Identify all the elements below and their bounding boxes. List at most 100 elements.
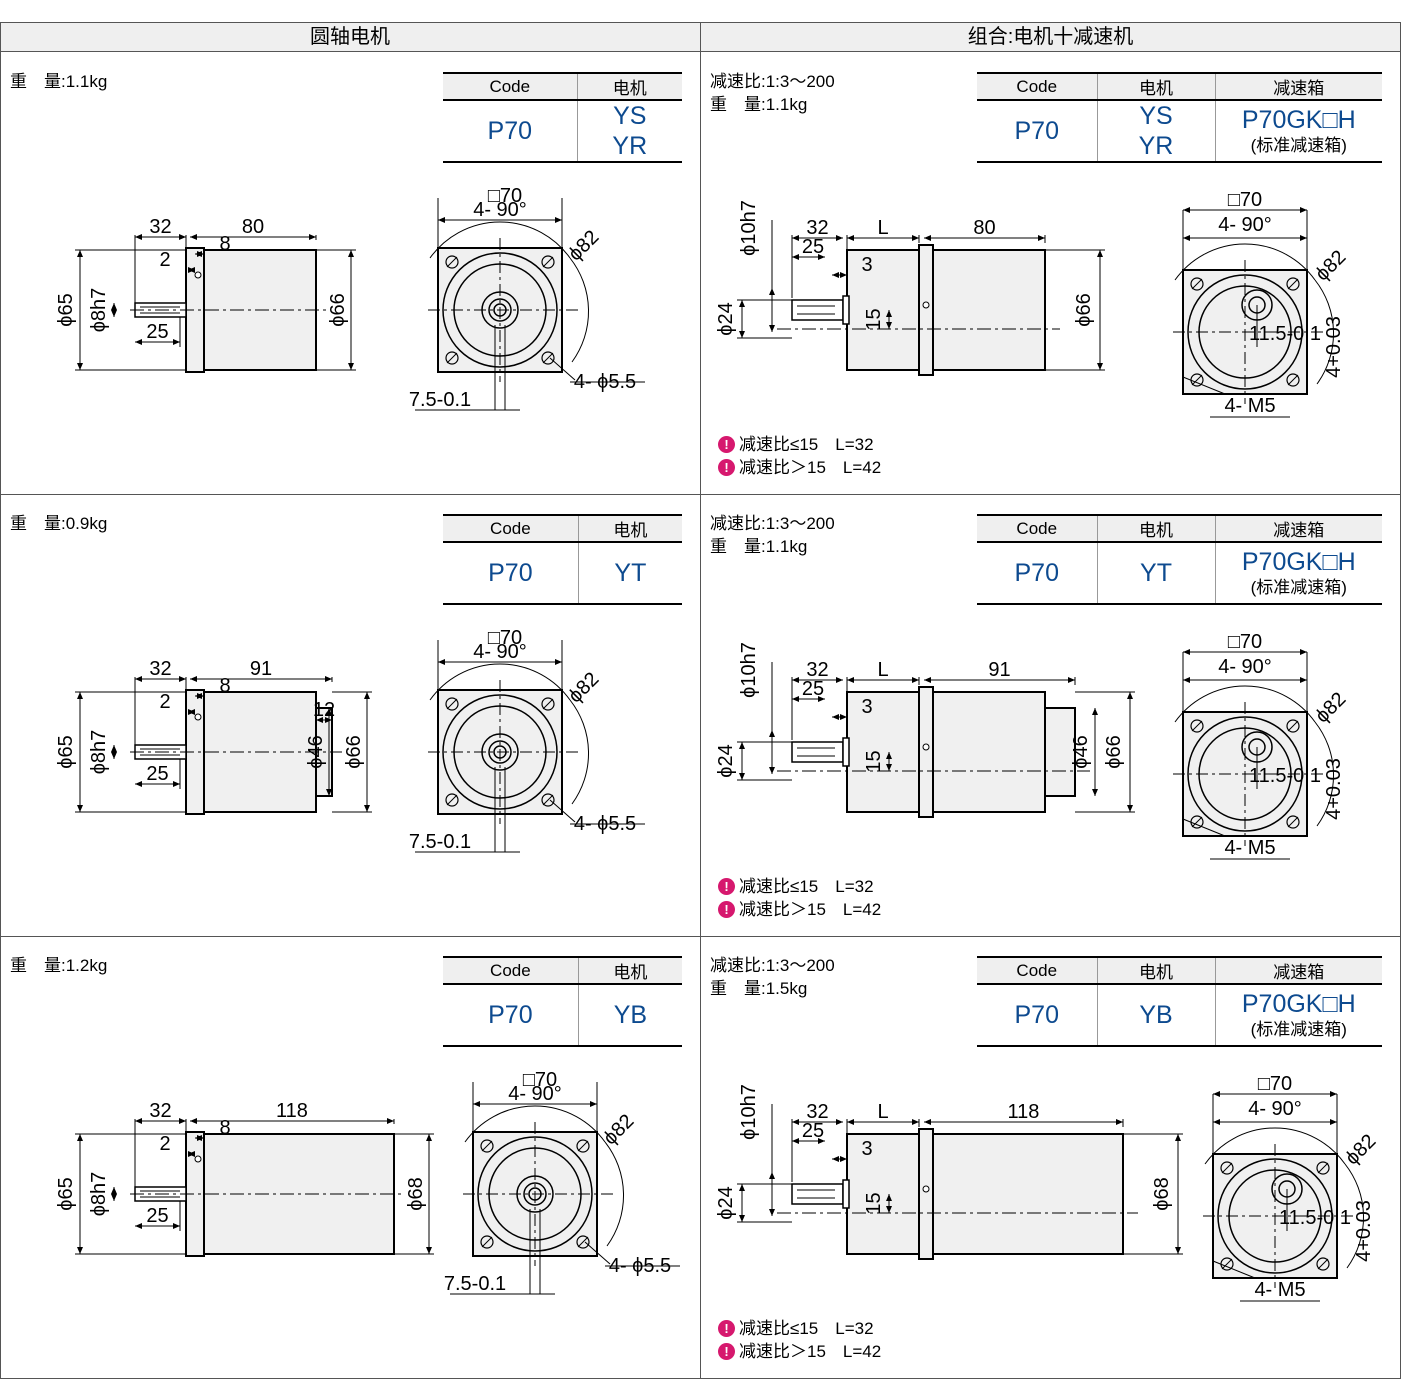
arrow-head <box>590 1101 597 1107</box>
dimension-label: 15 <box>863 308 885 330</box>
drawing-line <box>1212 1260 1256 1279</box>
drawing-circle <box>488 298 512 322</box>
arrow-head <box>792 235 799 241</box>
arrow-head <box>836 677 843 683</box>
motor-series-label: YT <box>614 559 647 587</box>
dimension-label: 7.5-0.1 <box>444 1273 506 1295</box>
arrow-head <box>886 752 892 759</box>
motor-series-label: YB <box>613 1001 648 1029</box>
drawing-circle <box>445 255 459 269</box>
gearbox-note: (标准减速箱) <box>1250 136 1347 155</box>
code-header: Code <box>443 514 579 543</box>
dimension-label: 7.5-0.1 <box>409 389 471 411</box>
gearbox-model: P70GK□H <box>1241 548 1356 576</box>
dimension-label: 7.5-0.1 <box>409 831 471 853</box>
code-header: Code <box>977 956 1097 985</box>
dimension-label: 91 <box>250 658 272 680</box>
arrow-head <box>555 659 562 665</box>
arrow-head <box>190 1118 197 1124</box>
dimension-label: 11.5-0.1 <box>1249 323 1321 345</box>
note-text: 减速比≤15 L=32 <box>739 435 874 454</box>
dimension-label: ϕ8h7 <box>88 288 110 333</box>
arrow-head <box>886 1194 892 1201</box>
dimension-label: 4- 90° <box>473 199 527 221</box>
arrow-head <box>1183 235 1190 241</box>
arrow-head <box>1092 789 1098 796</box>
dimension-label: ϕ46 <box>1070 735 1092 768</box>
gearbox-note: (标准减速箱) <box>1250 578 1347 597</box>
arrow-head <box>1097 250 1103 257</box>
dimension-label: 80 <box>973 217 995 239</box>
drawing-line <box>446 256 458 268</box>
gearbox-model: P70GK□H <box>1241 990 1356 1018</box>
arrow-head <box>792 254 799 260</box>
drawing-line <box>542 794 554 806</box>
dimension-label: 12 <box>313 699 335 721</box>
code-value: P70 <box>443 100 578 163</box>
dimension-label: ϕ68 <box>1151 1177 1173 1210</box>
dimension-label: ϕ65 <box>55 735 77 768</box>
dimension-label: □70 <box>523 1069 557 1091</box>
alert-icon: ! <box>718 878 735 895</box>
arrow-head <box>438 659 445 665</box>
drawing-line <box>1221 1162 1233 1174</box>
arrow-head <box>769 730 775 737</box>
arrow-head <box>309 234 316 240</box>
drawing-body <box>1044 707 1076 797</box>
arrow-head <box>1183 207 1190 213</box>
gearbox-value: P70GK□H(标准减速箱) <box>1214 100 1382 163</box>
dimension-label: 118 <box>276 1100 308 1122</box>
arrow-head <box>1300 677 1307 683</box>
dimension-label: 8 <box>219 675 230 697</box>
ratio-label: 减速比:1:3～200 <box>710 956 835 975</box>
gearbox-header: 减速箱 <box>1214 72 1382 101</box>
dimension-label: 3 <box>861 1138 872 1160</box>
dimension-label: 80 <box>242 216 264 238</box>
diameter-arc <box>569 699 589 805</box>
motor-header: 电机 <box>1096 956 1215 985</box>
drawing-circle <box>445 793 459 807</box>
drawing-line <box>542 352 554 364</box>
arrow-head <box>847 1119 854 1125</box>
weight-label: 重 量:1.1kg <box>710 537 808 556</box>
arrow-head <box>1127 692 1133 699</box>
alert-icon: ! <box>718 459 735 476</box>
arrow-head <box>836 1119 843 1125</box>
diameter-arc <box>1314 721 1334 827</box>
drawing-line <box>481 1140 493 1152</box>
dimension-label: 4- 90° <box>508 1083 562 1105</box>
dimension-label: 32 <box>149 216 171 238</box>
diameter-arc <box>569 257 589 363</box>
drawing-line <box>542 698 554 710</box>
dimension-label: L <box>877 217 888 239</box>
drawing-circle <box>576 1139 590 1153</box>
dimension-label: ϕ68 <box>405 1177 427 1210</box>
arrow-head <box>840 1156 847 1162</box>
weight-label: 重 量:1.2kg <box>10 956 108 975</box>
angle-arc <box>429 663 571 701</box>
arrow-head <box>1116 1119 1123 1125</box>
drawing-line <box>577 1140 589 1152</box>
dimension-label: ϕ82 <box>1341 1130 1380 1169</box>
dimension-label: 4- M5 <box>1254 1279 1305 1301</box>
arrow-head <box>135 676 142 682</box>
ratio-and-weight: 减速比:1:3～200 重 量:1.1kg <box>710 512 835 558</box>
drawing-line <box>1191 374 1203 386</box>
dimension-label: ϕ8h7 <box>88 1172 110 1217</box>
drawing-circle <box>541 697 555 711</box>
arrow-head <box>832 272 839 278</box>
drawing-line <box>446 698 458 710</box>
drawing-body <box>846 691 920 813</box>
weight-label: 重 量:0.9kg <box>10 514 108 533</box>
dimension-label: □70 <box>488 185 522 207</box>
drawing-body <box>918 686 934 818</box>
alert-icon: ! <box>718 901 735 918</box>
arrow-head <box>77 805 83 812</box>
length-notes: !减速比≤15 L=32 !减速比＞15 L=42 <box>718 433 881 479</box>
dimension-label: ϕ82 <box>1311 688 1350 727</box>
arrow-head <box>77 250 83 257</box>
arrow-head <box>111 1194 117 1201</box>
